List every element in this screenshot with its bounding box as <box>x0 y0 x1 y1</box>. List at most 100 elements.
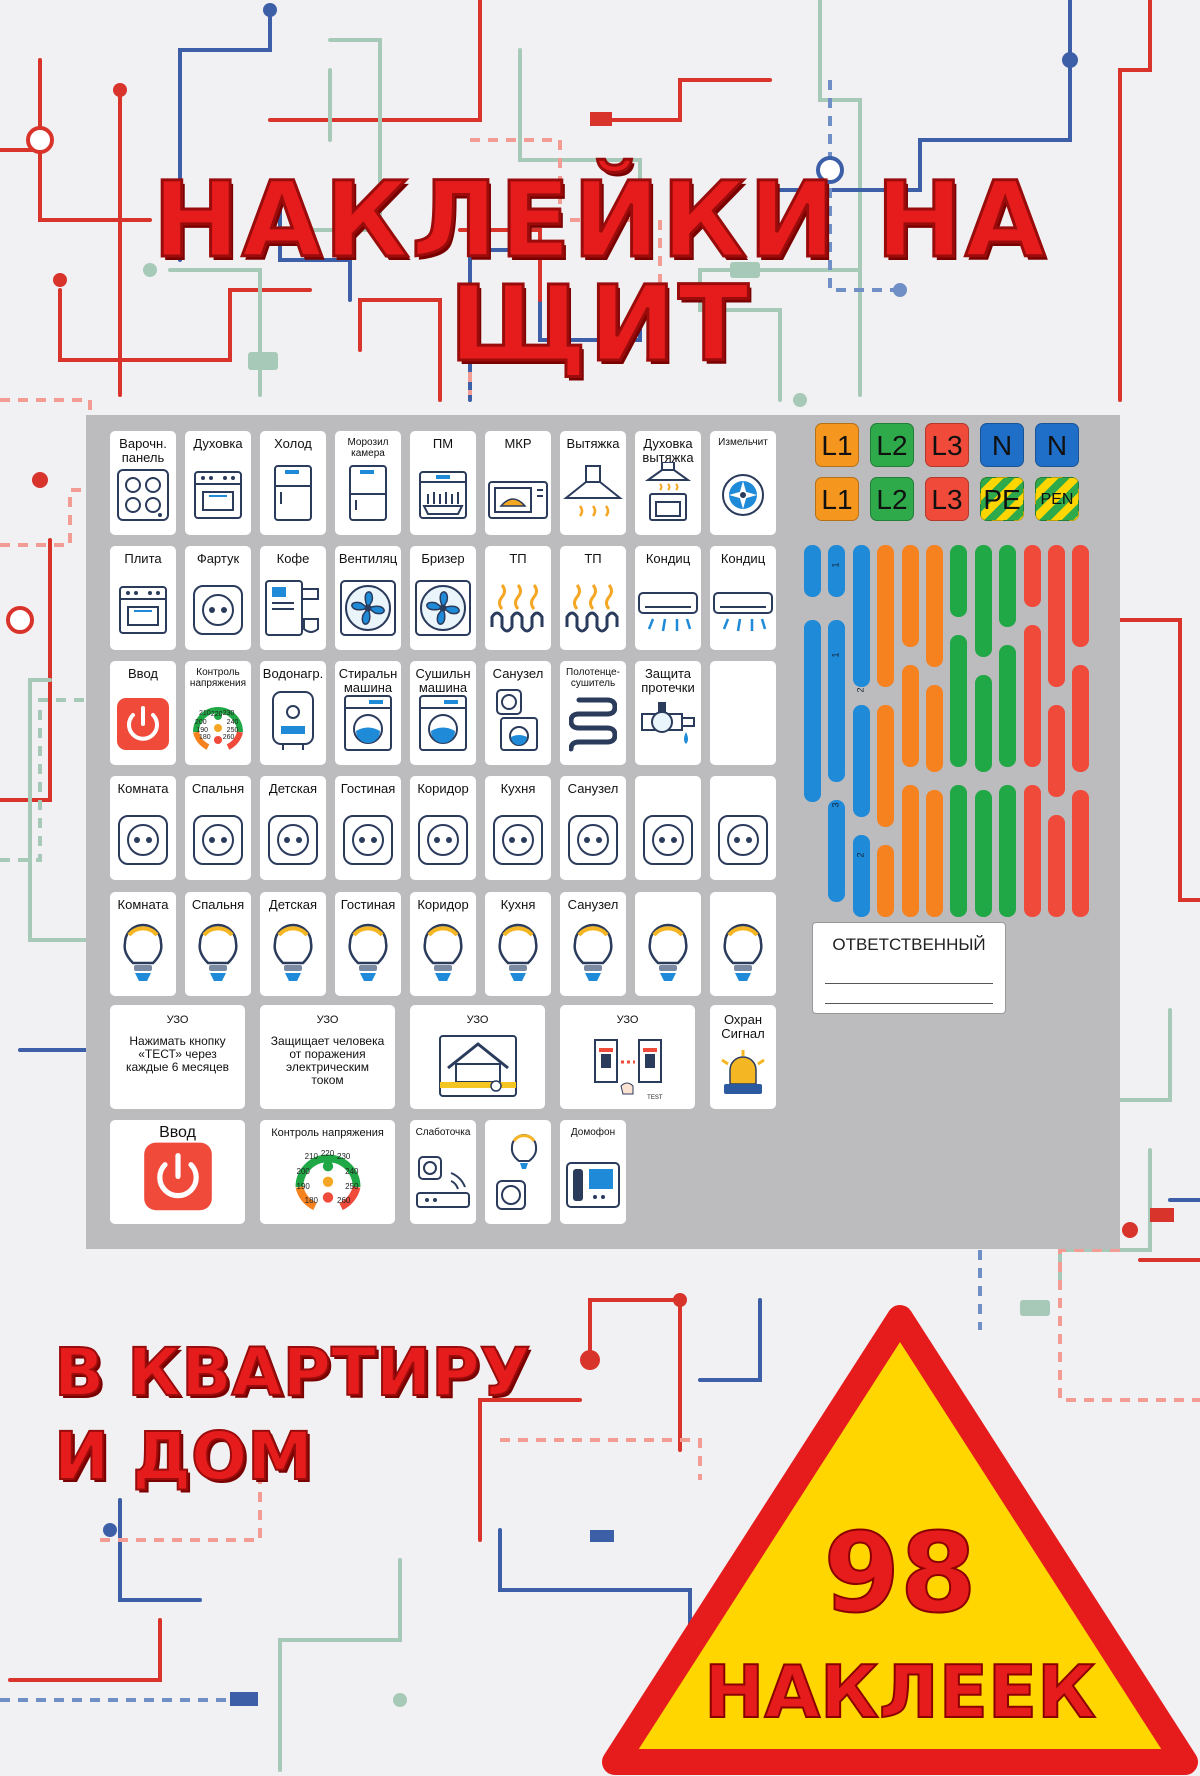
voltage-mark: 250 <box>345 1182 359 1192</box>
bulb-icon <box>719 923 767 990</box>
wire-marker-strip <box>974 545 992 657</box>
voltage-mark: 180 <box>304 1196 318 1206</box>
sticker-label: Ввод <box>128 666 158 681</box>
strip-number: 3 <box>830 802 841 808</box>
intercom-icon <box>565 1157 621 1218</box>
wire-marker-strip <box>999 545 1017 627</box>
fan-icon <box>339 579 397 642</box>
socket-icon <box>191 813 245 872</box>
uzo-sticker: УЗО <box>410 1005 545 1109</box>
voltage-mark: 240 <box>345 1167 359 1176</box>
sticker-label: Бризер <box>421 551 465 566</box>
phase-label-l3: L3 <box>925 477 969 521</box>
sticker-label: Фартук <box>196 551 240 566</box>
sticker-label: Холод <box>274 436 312 451</box>
phase-label-l1: L1 <box>815 477 859 521</box>
sticker-card: Ввод <box>110 661 176 765</box>
sticker-label: Санузел <box>567 781 619 796</box>
sticker-label: Домофон <box>570 1127 616 1138</box>
bulb-icon <box>119 923 167 990</box>
wire-marker-strip <box>852 545 870 687</box>
sticker-card: Коридор <box>410 776 476 880</box>
voltage-mark: 190 <box>296 1182 310 1192</box>
voltage-mark: 210 <box>198 710 211 717</box>
sticker-card: Санузел <box>485 661 551 765</box>
voltage-mark: 240 <box>226 719 239 726</box>
sticker-label: Кофе <box>276 551 310 566</box>
sticker-card: Детская <box>260 892 326 996</box>
valve-icon <box>640 696 696 757</box>
sticker-label: Кухня <box>500 781 536 796</box>
fan-icon <box>414 579 472 642</box>
coffee-icon <box>264 579 322 642</box>
sticker-label: Духовка вытяжка <box>642 436 694 465</box>
strip-number: 1 <box>830 652 841 658</box>
sticker-label: Кухня <box>500 897 536 912</box>
sticker-card <box>635 892 701 996</box>
socket-icon <box>341 813 395 872</box>
sticker-label: Сушильн машина <box>415 666 471 695</box>
cooktop-icon <box>116 468 170 527</box>
uzo-label: УЗО <box>616 1014 639 1026</box>
socket-icon <box>266 813 320 872</box>
sticker-label: Водонагр. <box>262 666 324 681</box>
wire-marker-strip <box>1023 625 1041 767</box>
voltage-mark: 210 <box>304 1151 318 1161</box>
alarm-icon <box>718 1048 768 1103</box>
sticker-card-large: Слаботочка <box>410 1120 476 1224</box>
washer-icon <box>343 694 393 757</box>
sticker-card: Спальня <box>185 892 251 996</box>
sticker-label: Плита <box>124 551 162 566</box>
sticker-label: Кондиц <box>720 551 766 566</box>
sticker-card: ТП <box>560 546 626 650</box>
sticker-label: Духовка <box>193 436 243 451</box>
sticker-card: Санузел <box>560 892 626 996</box>
wire-marker-strip <box>828 620 846 782</box>
sticker-card: Комната <box>110 892 176 996</box>
wire-marker-strip <box>1023 785 1041 917</box>
uzo-sticker: Охран Сигнал <box>710 1005 776 1109</box>
sticker-label: Варочн. панель <box>119 436 167 465</box>
sticker-card: Кондиц <box>710 546 776 650</box>
strip-number: 2 <box>855 687 866 693</box>
bulb-icon <box>644 923 692 990</box>
sticker-label: Контроль напряжения <box>189 667 247 689</box>
wire-marker-strip <box>877 705 895 827</box>
wire-marker-strip <box>901 545 919 647</box>
sticker-card: Измельчит <box>710 431 776 535</box>
towel-icon <box>568 694 618 757</box>
sticker-label: ТП <box>509 551 527 566</box>
sticker-card: Кондиц <box>635 546 701 650</box>
wire-marker-strip <box>804 700 821 802</box>
freezer-icon <box>346 464 390 527</box>
voltage-mark: 260 <box>337 1196 351 1206</box>
sticker-label: Вентиляц <box>338 551 398 566</box>
sticker-card: Коридор <box>410 892 476 996</box>
sticker-label: Ввод <box>159 1124 196 1141</box>
socket-icon <box>716 813 770 872</box>
socket-icon <box>491 813 545 872</box>
voltage-mark: 230 <box>337 1151 351 1161</box>
sticker-card <box>710 776 776 880</box>
sticker-card: Кухня <box>485 892 551 996</box>
subtitle-line-1: В КВАРТИРУ <box>53 1334 532 1411</box>
phase-label-l3: L3 <box>925 423 969 467</box>
wire-marker-strip <box>852 835 870 917</box>
phase-label-l2: L2 <box>870 477 914 521</box>
wire-marker-strip <box>901 785 919 917</box>
sticker-card <box>710 661 776 765</box>
sticker-card: Гостиная <box>335 776 401 880</box>
socket-icon <box>191 583 245 642</box>
sticker-card: Кофе <box>260 546 326 650</box>
bath-icon <box>493 688 543 757</box>
sticker-card-large <box>485 1120 551 1224</box>
sticker-card: Санузел <box>560 776 626 880</box>
sticker-card: Детская <box>260 776 326 880</box>
main-title: НАКЛЕЙКИ НА ЩИТ <box>151 159 1048 385</box>
voltage-icon <box>289 1135 367 1218</box>
